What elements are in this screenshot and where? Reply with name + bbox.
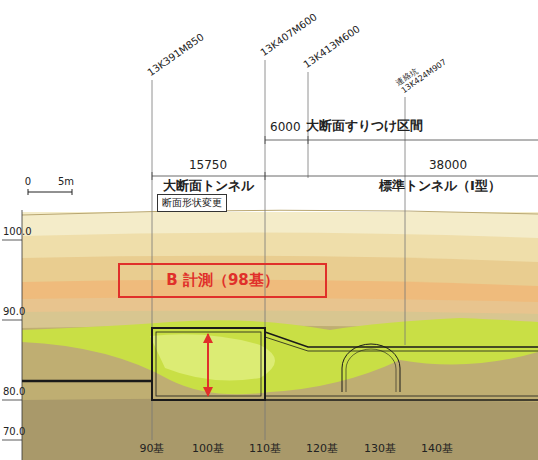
measurement-box: B 計測（98基） [118,263,327,298]
section-label: 標準トンネル（Ⅰ型） [379,179,501,194]
dimension-label: 15750 [189,159,227,173]
axis-label: 140基 [421,443,453,456]
soil-layer [22,310,538,460]
scale-label: 0 [25,176,31,188]
sand-lens [22,318,538,394]
axis-label: 120基 [306,443,338,456]
section-label: 大断面トンネル [163,179,254,194]
station-label: 13K391M850 [145,31,206,78]
box-text: 断面形状変更 [162,197,222,209]
scale-bar [28,189,72,195]
box-text: B 計測（98基） [166,272,279,289]
elevation-axis [2,210,22,460]
station-label: 連絡坑 13K424M907 [394,47,452,95]
ground-surface [22,210,538,215]
height-arrow [207,334,209,396]
axis-label: 90基 [140,443,165,456]
axis-label: 110基 [249,443,281,456]
axis-label: 130基 [364,443,396,456]
dimension-lines [152,136,538,180]
elevation-label: 90.0 [3,306,25,318]
axis-label: 100基 [192,443,224,456]
station-label: 13K413M600 [301,23,362,70]
soil-layer [22,256,538,460]
elevation-label: 70.0 [3,426,25,438]
elevation-label: 100.0 [3,226,32,238]
elevation-label: 80.0 [3,386,25,398]
soil-layer [22,280,538,460]
soil-layer [22,232,538,460]
dimension-label: 38000 [429,159,467,173]
station-lines [152,60,405,440]
tunnel-outline [22,328,538,400]
station-label: 13K407M600 [258,11,319,58]
section-label: 大断面すりつけ区間 [306,119,423,134]
sand-lens [150,334,275,380]
soil-layer [22,298,538,460]
dimension-label: 6000 [270,121,301,135]
soil-layer [22,212,538,460]
scale-label: 5m [58,176,74,188]
soil-layer [22,398,538,460]
note-box: 断面形状変更 [157,194,227,212]
